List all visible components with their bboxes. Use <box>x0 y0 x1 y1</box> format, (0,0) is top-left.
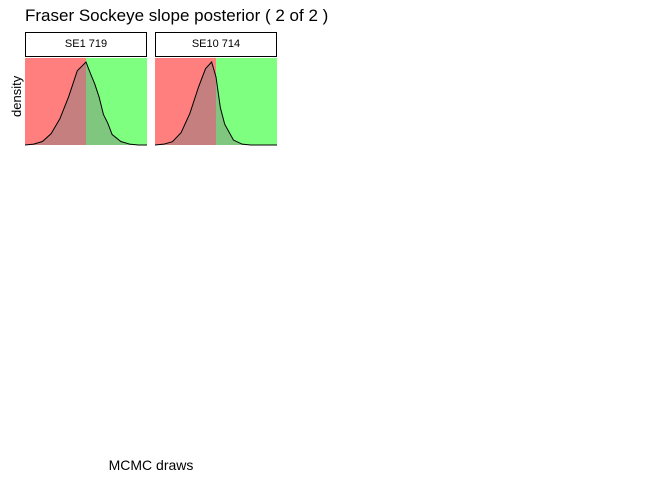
chart-title: Fraser Sockeye slope posterior ( 2 of 2 … <box>25 6 329 25</box>
positive-region <box>216 58 277 145</box>
facet-panel-1: SE1 719 <box>25 32 147 150</box>
facet-strip-label: SE1 719 <box>25 32 147 57</box>
density-area <box>25 62 147 145</box>
density-line <box>25 61 147 146</box>
negative-region <box>155 58 216 145</box>
density-line <box>155 61 277 146</box>
positive-region <box>86 58 147 145</box>
x-axis-label: MCMC draws <box>108 457 194 473</box>
facet-strip-label: SE10 714 <box>155 32 277 57</box>
density-plot-1 <box>25 58 147 146</box>
facet-panel-2: SE10 714 <box>155 32 277 150</box>
density-area <box>155 62 277 145</box>
density-plot-2 <box>155 58 277 146</box>
negative-region <box>25 58 86 145</box>
